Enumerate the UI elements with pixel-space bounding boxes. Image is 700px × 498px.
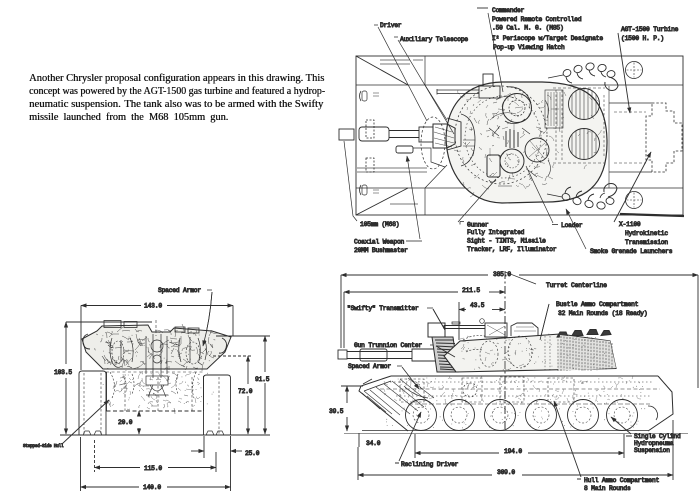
svg-text:32 Main Rounds (18 Ready): 32 Main Rounds (18 Ready)	[558, 310, 647, 317]
svg-text:20MM Bushmaster: 20MM Bushmaster	[354, 247, 408, 254]
svg-text:25.0: 25.0	[245, 450, 260, 457]
svg-text:Pop-up Viewing Hatch: Pop-up Viewing Hatch	[493, 44, 565, 51]
svg-text:385.0: 385.0	[493, 271, 511, 278]
svg-text:Loader: Loader	[561, 222, 583, 229]
svg-text:Hydrokinetic: Hydrokinetic	[625, 230, 668, 237]
svg-text:Gunner: Gunner	[467, 222, 489, 229]
svg-text:Tracker, LRF, Illuminator: Tracker, LRF, Illuminator	[467, 246, 557, 253]
svg-text:.50 Cal. M. G. (M85): .50 Cal. M. G. (M85)	[492, 25, 564, 32]
svg-text:72.0: 72.0	[238, 388, 253, 395]
svg-text:103.5: 103.5	[54, 369, 72, 376]
svg-text:34.0: 34.0	[366, 440, 381, 447]
svg-text:Spaced Armor: Spaced Armor	[158, 287, 201, 294]
svg-text:Reclining Driver: Reclining Driver	[401, 461, 459, 468]
svg-text:AGT-1500 Turbine: AGT-1500 Turbine	[621, 26, 679, 33]
svg-text:Driver: Driver	[380, 22, 402, 29]
svg-text:Powered Remote Controlled: Powered Remote Controlled	[492, 16, 582, 23]
svg-text:I² Periscope w/Target Designat: I² Periscope w/Target Designate	[492, 35, 603, 42]
svg-text:Transmission: Transmission	[625, 239, 668, 246]
svg-text:8 Main Rounds: 8 Main Rounds	[584, 485, 631, 492]
svg-text:Fully Integrated: Fully Integrated	[467, 229, 525, 236]
svg-text:Hull Ammo Compartment: Hull Ammo Compartment	[584, 477, 660, 484]
svg-text:Stepped-Side Hull: Stepped-Side Hull	[23, 444, 64, 449]
svg-text:Smoke Grenade Launchers: Smoke Grenade Launchers	[590, 248, 673, 255]
svg-text:39.5: 39.5	[329, 408, 344, 415]
svg-text:Single Cylind: Single Cylind	[634, 433, 681, 440]
svg-text:Auxiliary Telescope: Auxiliary Telescope	[400, 36, 468, 43]
svg-text:"Swifty" Transmitter: "Swifty" Transmitter	[347, 305, 419, 312]
svg-text:43.5: 43.5	[470, 302, 485, 309]
svg-text:Sight - TINTS, Missile: Sight - TINTS, Missile	[467, 238, 546, 245]
svg-text:91.5: 91.5	[255, 376, 270, 383]
svg-text:Turret Centerline: Turret Centerline	[546, 282, 607, 289]
svg-text:140.0: 140.0	[143, 484, 161, 491]
svg-text:Commander: Commander	[492, 7, 525, 14]
svg-text:20.0: 20.0	[118, 419, 133, 426]
svg-text:Coaxial Weapon: Coaxial Weapon	[354, 239, 405, 246]
svg-text:(1500 H. P.): (1500 H. P.)	[621, 35, 664, 42]
svg-text:143.0: 143.0	[144, 303, 162, 310]
svg-text:Suspension: Suspension	[634, 447, 670, 454]
svg-text:X-1100: X-1100	[619, 221, 641, 228]
svg-text:309.0: 309.0	[497, 469, 515, 476]
svg-text:194.0: 194.0	[504, 448, 522, 455]
svg-text:115.0: 115.0	[144, 465, 162, 472]
svg-text:Hydropneuma: Hydropneuma	[634, 440, 674, 447]
svg-text:Gun Trunnion Center: Gun Trunnion Center	[354, 342, 422, 349]
svg-text:211.5: 211.5	[462, 287, 480, 294]
svg-text:Bustle Ammo Compartment: Bustle Ammo Compartment	[556, 301, 639, 308]
svg-text:Spaced Armor: Spaced Armor	[348, 363, 391, 370]
svg-text:105mm (M68): 105mm (M68)	[360, 221, 399, 228]
